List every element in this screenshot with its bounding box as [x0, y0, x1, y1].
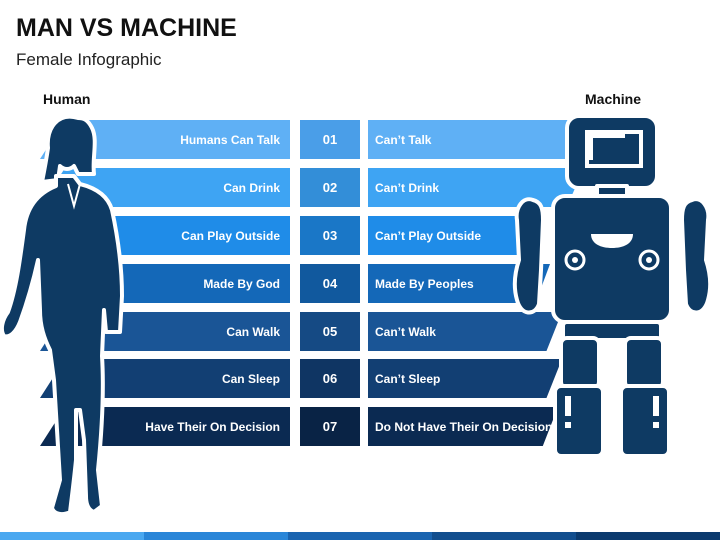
machine-trait: Can’t Drink — [368, 168, 584, 207]
strip-segment — [288, 532, 432, 540]
comparison-row: Humans Can Talk 01 Can’t Talk — [0, 120, 720, 159]
strip-segment — [576, 532, 720, 540]
machine-trait: Do Not Have Their On Decision — [368, 407, 558, 446]
machine-trait: Can’t Play Outside — [368, 216, 544, 255]
strip-segment — [144, 532, 288, 540]
row-number: 04 — [300, 264, 360, 303]
strip-segment — [432, 532, 576, 540]
bottom-color-strip — [0, 532, 720, 540]
row-number: 02 — [300, 168, 360, 207]
row-number: 05 — [300, 312, 360, 351]
page-title: MAN VS MACHINE — [16, 14, 237, 42]
row-number: 03 — [300, 216, 360, 255]
row-number: 06 — [300, 359, 360, 398]
row-number: 01 — [300, 120, 360, 159]
robot-icon — [512, 114, 713, 458]
machine-trait: Can’t Sleep — [368, 359, 562, 398]
row-number: 07 — [300, 407, 360, 446]
machine-trait: Can’t Walk — [368, 312, 562, 351]
strip-segment — [0, 532, 144, 540]
woman-silhouette-icon — [0, 114, 124, 517]
page-subtitle: Female Infographic — [16, 50, 162, 69]
machine-trait: Can’t Talk — [368, 120, 584, 159]
human-label: Human — [43, 91, 91, 107]
machine-label: Machine — [585, 91, 642, 107]
